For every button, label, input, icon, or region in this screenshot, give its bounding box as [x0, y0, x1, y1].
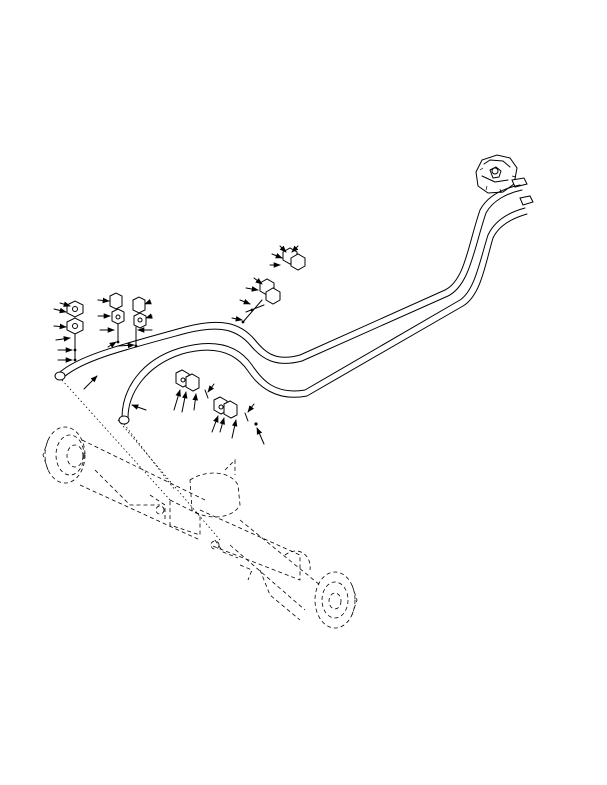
clamp-group-upper-right — [241, 247, 306, 324]
hose-assembly-upper — [59, 184, 523, 378]
clamp-group-middle — [109, 292, 147, 348]
clamp-group-left — [66, 300, 84, 362]
hydraulic-pump-icon — [475, 154, 534, 206]
hose-assembly-lower — [121, 207, 528, 419]
hose-fitting-left — [54, 371, 130, 425]
leader-lines — [61, 379, 221, 541]
axle-assembly-icon — [42, 426, 358, 629]
callout-arrows — [53, 245, 299, 445]
clamp-group-center — [175, 369, 258, 426]
